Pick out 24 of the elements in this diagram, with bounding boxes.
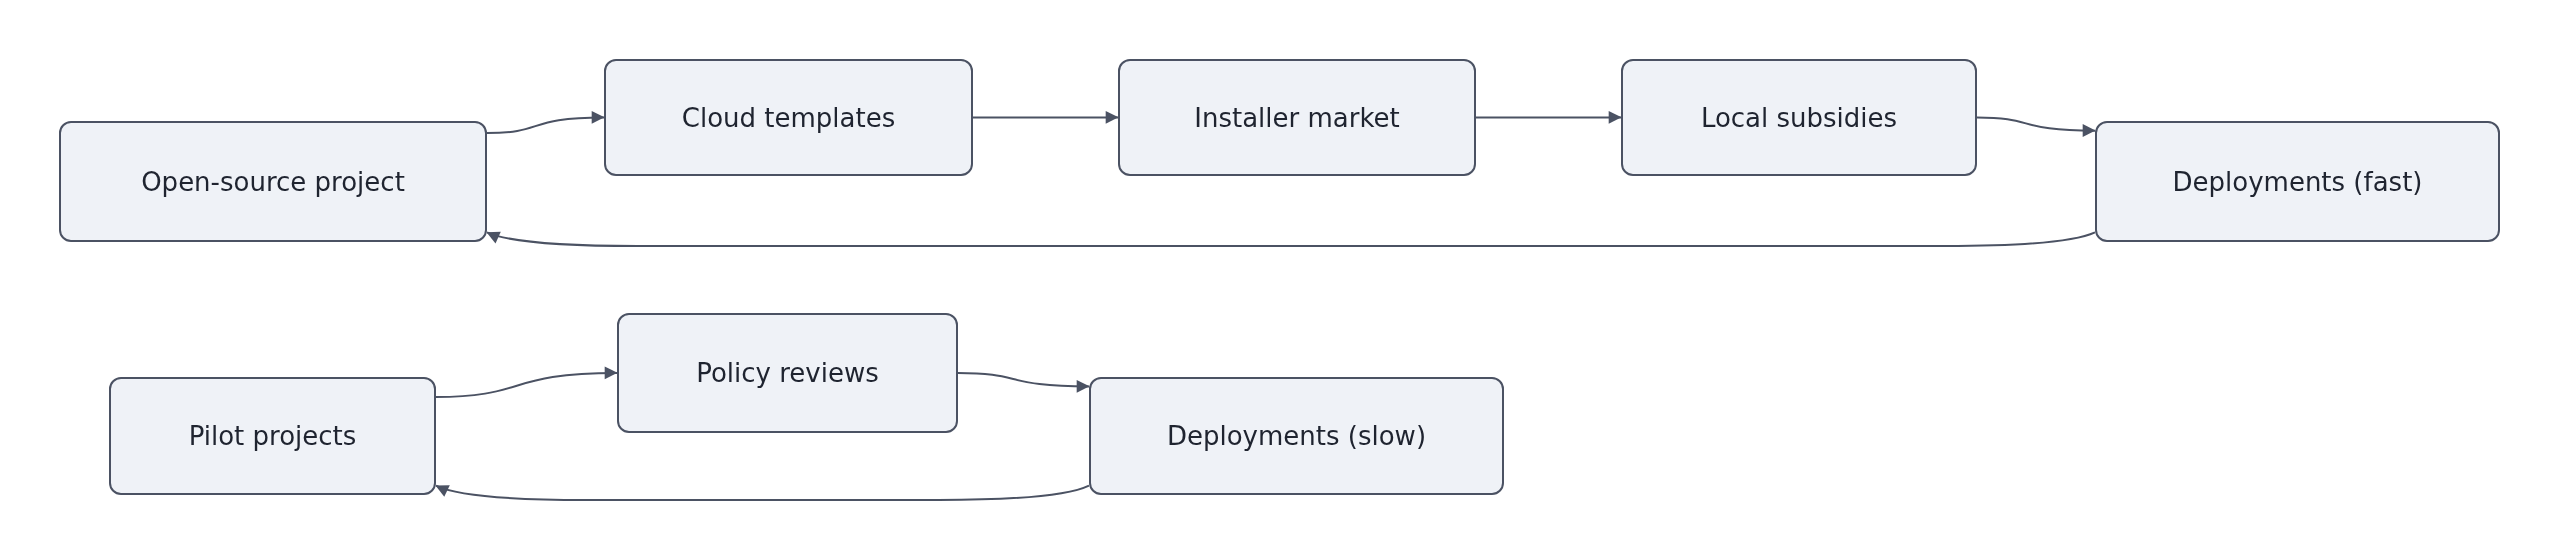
- process-box: [1089, 377, 1504, 495]
- box-label: Local subsidies: [1700, 102, 1898, 133]
- process-box: [1118, 59, 1476, 176]
- process-box: [109, 377, 436, 495]
- arrow: [1976, 116, 2096, 137]
- process-box: [617, 313, 958, 433]
- arrow: [486, 111, 605, 135]
- box-label: Deployments (slow): [1166, 421, 1427, 451]
- arrow: [486, 230, 2096, 247]
- arrow: [435, 366, 618, 399]
- arrow: [1475, 110, 1622, 124]
- process-box: [59, 121, 487, 242]
- process-box: [1621, 59, 1977, 176]
- box-label: Deployments (fast): [2172, 166, 2423, 197]
- process-box: [604, 59, 973, 176]
- box-label: Pilot projects: [188, 421, 357, 451]
- box-label: Open-source project: [141, 166, 405, 197]
- arrow: [957, 372, 1090, 393]
- process-box: [2095, 121, 2500, 242]
- arrow: [435, 484, 1090, 501]
- arrow: [972, 110, 1119, 124]
- box-label: Cloud templates: [681, 102, 896, 133]
- box-label: Installer market: [1194, 102, 1400, 133]
- box-label: Policy reviews: [696, 358, 879, 388]
